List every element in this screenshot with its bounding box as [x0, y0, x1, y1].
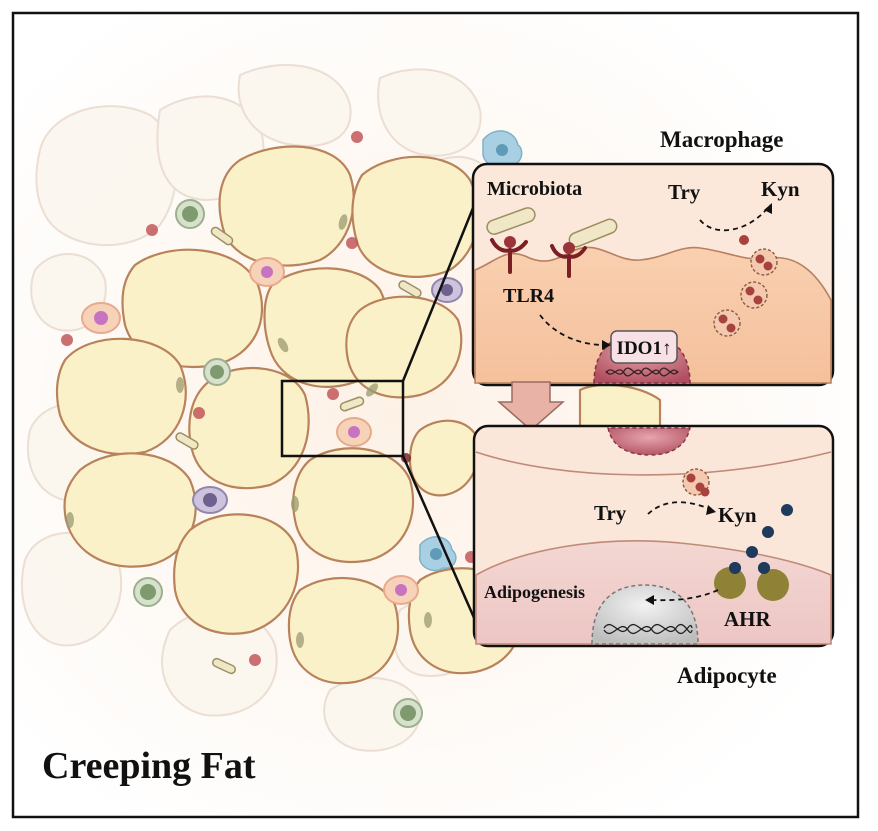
zoom-line-bottom [401, 455, 477, 621]
adipogenesis-label: Adipogenesis [484, 582, 585, 602]
lymphocyte-green [133, 199, 423, 728]
tlr4-to-ido1-arrow [539, 314, 606, 346]
zoom-line-top [401, 207, 475, 382]
fat-cells [55, 145, 662, 685]
macrophage-membrane [474, 246, 832, 384]
plasma-cell-pink [81, 257, 419, 605]
ido1-box [610, 330, 678, 364]
macrophage-title: Macrophage [660, 127, 784, 152]
ahr-to-adipogenesis-arrow [651, 589, 719, 602]
kyn-label-macrophage: Kyn [761, 177, 800, 201]
faded-cells [20, 64, 572, 752]
microbiota-label: Microbiota [487, 178, 582, 200]
tlr4-label: TLR4 [503, 285, 554, 307]
ahr-receptor-icon [714, 562, 789, 601]
macrophage-nucleus-bottom [607, 427, 691, 456]
try-to-kyn-arrow [699, 204, 771, 232]
adipocyte-panel: Try Kyn AHR Adipogenesis [472, 424, 835, 648]
try-label-macrophage: Try [668, 180, 701, 204]
adipocyte-title: Adipocyte [677, 663, 777, 688]
macrophage-panel: IDO1↑ Microbiota TLR4 Try Kyn [471, 162, 835, 387]
kyn-label-adipocyte: Kyn [718, 503, 757, 527]
immune-cells [81, 130, 523, 728]
dendritic-cell-blue [418, 130, 523, 572]
tlr4-receptor-icon [490, 238, 587, 278]
adipocyte-dna-icon [603, 623, 693, 633]
ahr-label: AHR [724, 607, 772, 631]
ido1-label: IDO1↑ [617, 338, 672, 359]
tissue-bacteria [175, 226, 422, 675]
down-arrow-icon [497, 381, 565, 431]
dna-helix-icon [605, 367, 679, 375]
try-label-adipocyte: Try [594, 501, 627, 525]
lymphocyte-purple [192, 277, 463, 514]
adipocyte-top-membrane [475, 451, 832, 476]
zoom-box [280, 379, 405, 458]
kyn-vesicles [713, 235, 778, 337]
microbiota-rod-1 [486, 207, 536, 235]
creeping-fat-title: Creeping Fat [42, 745, 256, 787]
